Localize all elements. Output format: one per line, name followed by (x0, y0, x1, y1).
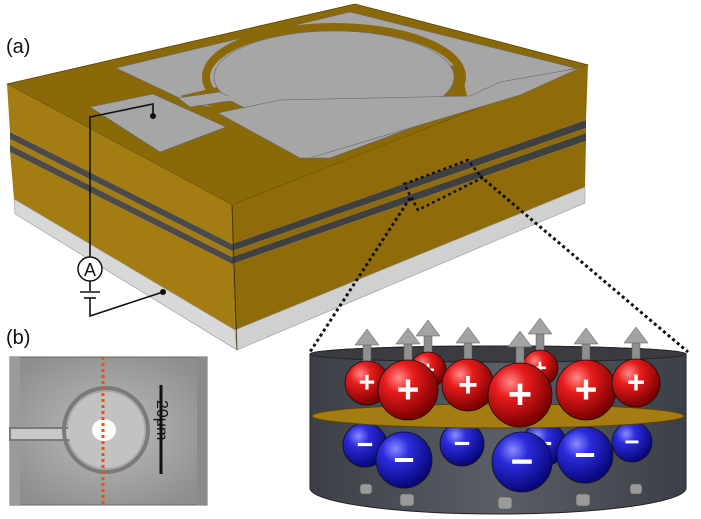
minus-sign: − (357, 429, 374, 461)
minus-sign: − (454, 428, 471, 460)
negative-charge: − (375, 431, 433, 489)
measurement-circuit (77, 103, 166, 318)
charge-spheres: −−−−−−−++++++++ (311, 317, 685, 493)
left-gold-upper (7, 84, 232, 244)
panel-a-label: (a) (6, 36, 31, 58)
positive-charge: + (441, 358, 495, 412)
front-gold-lower (232, 141, 586, 330)
positive-charge: + (377, 359, 439, 421)
electrode-lead-2 (220, 93, 258, 103)
left-dark-layer-2 (10, 145, 232, 264)
panel-b-label: (b) (6, 327, 31, 349)
left-gold-lower (10, 152, 235, 330)
negative-charge: − (556, 426, 614, 484)
plus-sign: + (359, 367, 376, 399)
minus-sign: − (393, 439, 414, 480)
sem-image (9, 356, 208, 506)
sem-lead (9, 427, 71, 441)
negative-charge: − (491, 431, 553, 493)
left-dark-layer-1 (10, 132, 232, 251)
left-gold-mid (10, 139, 232, 257)
right-electrode (217, 67, 581, 159)
zoom-line-left (308, 197, 412, 353)
front-gold-upper (232, 65, 588, 244)
minus-sign: − (511, 441, 534, 484)
ammeter-label: A (84, 260, 96, 280)
front-substrate (234, 186, 586, 351)
bottom-dipole-stubs (359, 483, 643, 510)
negative-charge: − (611, 421, 653, 463)
sem-ring (62, 386, 150, 474)
dipole-arrow (455, 326, 481, 362)
plus-sign: + (458, 366, 478, 404)
contact-pad (89, 93, 227, 153)
minus-sign: − (624, 426, 639, 456)
scale-bar-label: 20μm (153, 400, 170, 441)
front-dark-layer-1 (232, 120, 586, 251)
negative-charge: − (439, 421, 485, 467)
plus-sign: + (508, 370, 532, 417)
minus-sign: − (574, 434, 595, 475)
plus-sign: + (627, 365, 645, 400)
dipole-arrow (527, 317, 553, 353)
positive-charge: + (487, 362, 553, 428)
plus-sign: + (397, 369, 420, 412)
plus-sign: + (575, 369, 598, 412)
positive-charge: + (611, 358, 661, 408)
dipole-arrow (395, 327, 421, 363)
positive-charge: + (555, 359, 617, 421)
